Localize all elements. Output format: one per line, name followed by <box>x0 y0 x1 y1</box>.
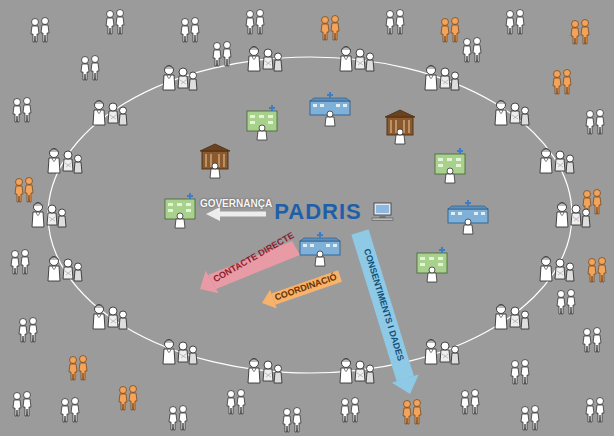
direct-contact-arrow <box>200 241 300 293</box>
citizen-pair <box>61 398 79 423</box>
citizen-pair <box>586 110 604 135</box>
doctor-group <box>425 340 459 365</box>
doctor-group <box>340 359 374 384</box>
doctor-group <box>248 47 282 72</box>
doctor-group <box>93 305 127 330</box>
hospital-building <box>448 200 488 234</box>
citizen-pair <box>19 318 37 343</box>
citizen-pair <box>69 356 87 381</box>
citizen-pair <box>588 258 606 283</box>
citizen-pair <box>586 398 604 423</box>
doctor-group <box>163 340 197 365</box>
hospital-building <box>200 144 230 178</box>
arrow-label: COORDINACIÓ <box>274 272 339 303</box>
doctor-group <box>495 305 529 330</box>
citizen-pair <box>583 328 601 353</box>
citizen-pair <box>11 250 29 275</box>
doctor-group <box>48 257 82 282</box>
citizen-pair <box>321 16 339 41</box>
governance-arrow <box>206 207 266 221</box>
hospital-building <box>435 148 465 183</box>
citizen-pair <box>13 392 31 417</box>
professionals <box>32 47 590 384</box>
hospital-building <box>385 110 415 144</box>
citizen-pair <box>31 18 49 43</box>
centres <box>165 92 488 282</box>
doctor-group <box>163 66 197 91</box>
doctor-group <box>32 203 66 228</box>
citizen-pair <box>553 70 571 95</box>
consent-data-arrow <box>351 229 418 394</box>
citizen-pair <box>81 56 99 81</box>
computer-icon <box>372 203 393 221</box>
arrow-label: CONSENTIMENTS I DADES <box>361 248 405 363</box>
hospital-building <box>417 247 447 282</box>
citizen-pair <box>246 10 264 35</box>
citizen-pair <box>13 98 31 123</box>
coordination-arrow <box>262 270 342 308</box>
citizen-pair <box>403 400 421 425</box>
citizen-pair <box>521 406 539 431</box>
citizen-pair <box>106 10 124 35</box>
doctor-group <box>248 359 282 384</box>
hospital-building <box>310 92 350 126</box>
citizen-pair <box>181 18 199 43</box>
doctor-group <box>540 257 574 282</box>
citizen-pair <box>169 406 187 431</box>
hospital-building <box>247 105 277 140</box>
doctor-group <box>425 66 459 91</box>
doctor-group <box>48 149 82 174</box>
citizen-pair <box>511 360 529 385</box>
citizen-pair <box>213 42 231 67</box>
doctor-group <box>495 101 529 126</box>
citizen-pair <box>283 408 301 433</box>
citizens <box>11 10 606 433</box>
doctor-group <box>340 47 374 72</box>
citizen-pair <box>506 10 524 35</box>
hospital-building <box>165 193 195 228</box>
citizen-pair <box>15 178 33 203</box>
citizen-pair <box>571 20 589 45</box>
citizen-pair <box>341 398 359 423</box>
arrow-label: GOVERNANÇA <box>200 198 272 209</box>
citizen-pair <box>386 10 404 35</box>
citizen-pair <box>461 390 479 415</box>
doctor-group <box>556 203 590 228</box>
citizen-pair <box>463 38 481 63</box>
citizen-pair <box>119 386 137 411</box>
system-title: PADRIS <box>274 200 362 224</box>
citizen-pair <box>441 18 459 43</box>
doctor-group <box>93 101 127 126</box>
doctor-group <box>540 149 574 174</box>
citizen-pair <box>557 290 575 315</box>
citizen-pair <box>227 390 245 415</box>
outer-ring <box>48 57 572 373</box>
hospital-building <box>300 232 340 266</box>
